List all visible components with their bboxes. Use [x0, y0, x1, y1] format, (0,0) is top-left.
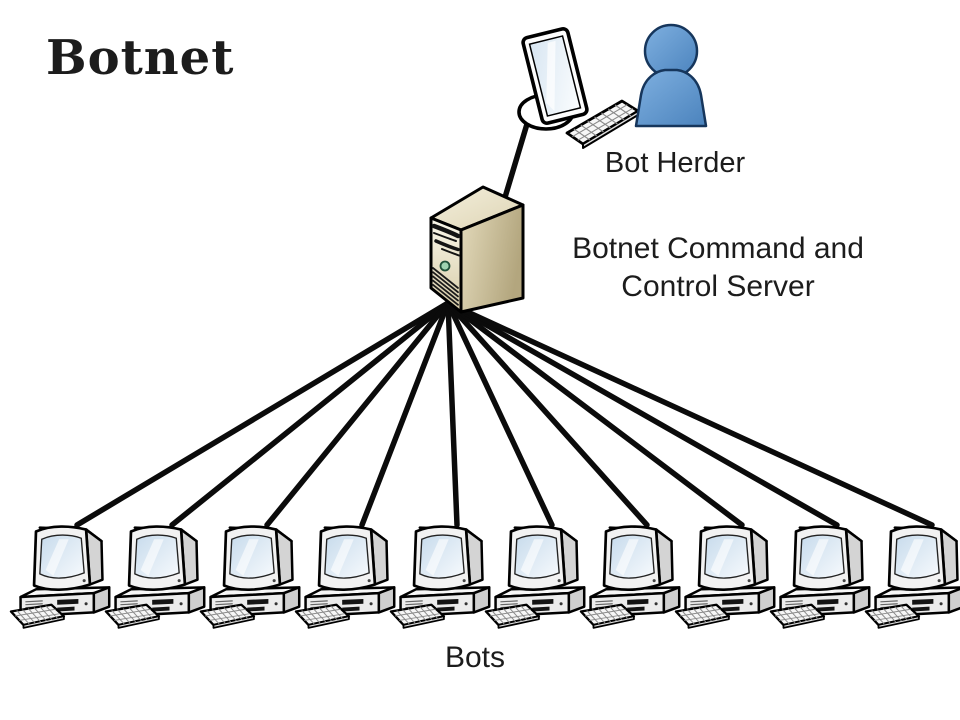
connection-line [359, 300, 451, 528]
connection-line [169, 300, 451, 528]
page-title: Botnet [46, 30, 235, 86]
bot-computer-icon [579, 510, 685, 632]
connection-line [445, 300, 745, 528]
bot-computer-icon [389, 510, 495, 632]
server-label-line1: Botnet Command and [572, 232, 864, 265]
bot-computer-icon [9, 510, 115, 632]
bot-herder-label: Bot Herder [604, 147, 746, 179]
connection-line [445, 300, 935, 528]
connection-line [264, 300, 451, 528]
server-label: Botnet Command and Control Server [552, 230, 884, 306]
server-label-line2: Control Server [621, 270, 815, 303]
bot-computer-icon [104, 510, 210, 632]
bot-computer-icon [484, 510, 590, 632]
connection-line [74, 300, 451, 528]
bot-computer-icon [674, 510, 780, 632]
connection-line [445, 300, 840, 528]
connection-line [445, 300, 650, 528]
bots-label: Bots [444, 641, 506, 674]
connection-line [445, 300, 460, 528]
bot-computer-icon [864, 510, 960, 632]
bot-computer-icon [769, 510, 875, 632]
connection-line [445, 300, 555, 528]
bot-computer-icon [199, 510, 305, 632]
bot-computer-icon [294, 510, 400, 632]
